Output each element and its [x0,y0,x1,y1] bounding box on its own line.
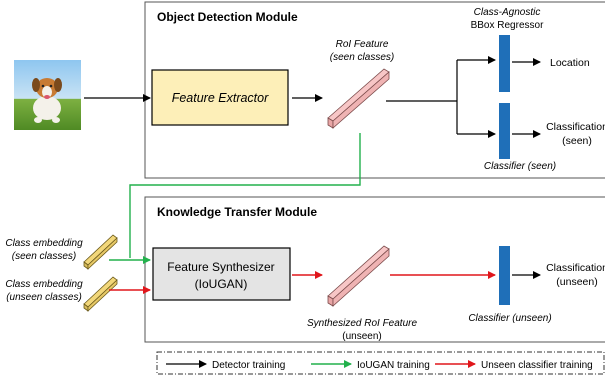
classification-seen-label: Classification [546,121,605,133]
feature-synthesizer-block [152,247,291,301]
legend-unseen-label: Unseen classifier training [481,360,593,371]
class-embedding-seen-slab [83,234,118,270]
classifier-unseen-bar [499,246,510,305]
legend-detector-label: Detector training [212,360,285,371]
roi-feature-label: RoI Feature [336,39,389,50]
embedding-unseen-label: Class embedding [5,279,83,290]
embedding-unseen-sublabel: (unseen classes) [6,292,82,303]
feature-extractor-block [151,69,289,126]
location-label: Location [550,57,590,69]
embedding-seen-label: Class embedding [5,238,83,249]
feature-synthesizer-sublabel: (IoUGAN) [195,277,248,291]
synth-roi-label: Synthesized RoI Feature [307,318,417,329]
classifier-seen-label: Classifier (seen) [484,161,556,172]
roi-feature-sublabel: (seen classes) [330,52,394,63]
classification-seen-sublabel: (seen) [562,135,592,147]
embedding-seen-sublabel: (seen classes) [12,251,76,262]
bbox-regressor-bar [499,35,510,92]
transfer-module-title: Knowledge Transfer Module [157,205,317,219]
regressor-label: Class-Agnostic [474,7,541,18]
green-path-roi-to-synthesizer [129,133,361,258]
dog-photo-icon [14,60,81,130]
classification-unseen-sublabel: (unseen) [556,276,597,288]
class-embedding-unseen-slab [83,276,118,312]
synth-roi-sublabel: (unseen) [342,331,381,342]
legend-box [156,351,605,375]
classifier-unseen-label: Classifier (unseen) [468,313,551,324]
classifier-seen-bar [499,103,510,159]
synthesized-roi-feature-slab [327,245,390,307]
feature-synthesizer-label: Feature Synthesizer [167,260,274,274]
regressor-sublabel: BBox Regressor [471,20,544,31]
legend-iougan-label: IoUGAN training [357,360,430,371]
feature-extractor-label: Feature Extractor [172,91,269,105]
classification-unseen-label: Classification [546,262,605,274]
roi-feature-seen-slab [327,68,390,129]
detection-module-title: Object Detection Module [157,10,298,24]
